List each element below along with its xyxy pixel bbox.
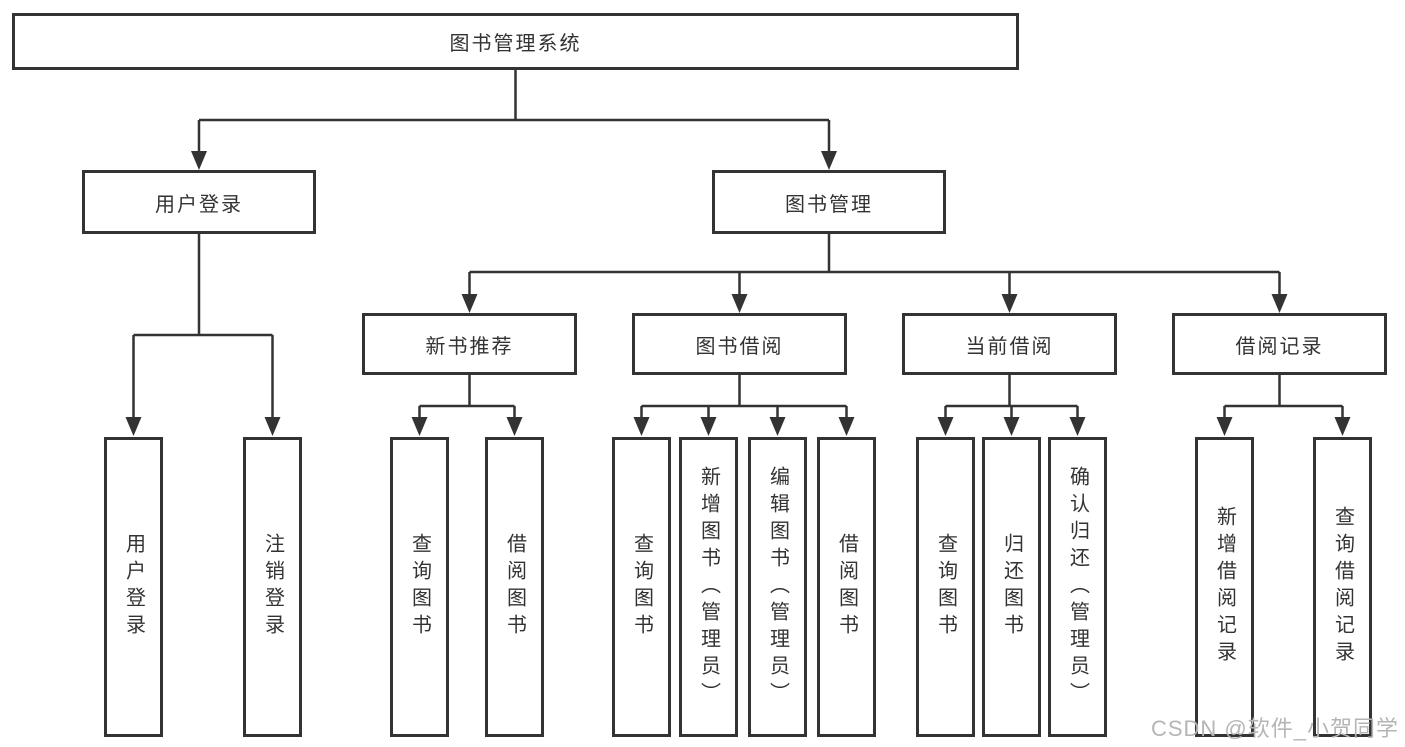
node-book-management: 图书管理 (712, 170, 946, 234)
node-label: 借阅图书 (835, 533, 858, 641)
leaf-add-borrow-record: 新增借阅记录 (1195, 437, 1254, 737)
leaf-borrow-books-recommend: 借阅图书 (485, 437, 544, 737)
leaf-query-books-recommend: 查询图书 (390, 437, 449, 737)
node-label: 用户登录 (122, 533, 145, 641)
node-label: 注销登录 (261, 533, 284, 641)
leaf-add-books-admin: 新增图书（管理员） (679, 437, 738, 737)
node-label: 当前借阅 (965, 335, 1054, 358)
node-new-book-recommend: 新书推荐 (362, 313, 577, 375)
leaf-borrow-books: 借阅图书 (817, 437, 876, 737)
leaf-user-login: 用户登录 (104, 437, 163, 737)
node-label: 借阅图书 (503, 533, 526, 641)
node-label: 归还图书 (1000, 533, 1023, 641)
leaf-query-borrow-record: 查询借阅记录 (1313, 437, 1372, 737)
node-label: 查询图书 (934, 533, 957, 641)
leaf-query-books-borrow: 查询图书 (612, 437, 671, 737)
node-label: 编辑图书（管理员） (766, 465, 789, 709)
node-borrow-record: 借阅记录 (1172, 313, 1387, 375)
node-label: 查询借阅记录 (1331, 506, 1354, 668)
watermark-text: CSDN @软件_小贺同学 (1150, 716, 1399, 741)
leaf-query-books-current: 查询图书 (916, 437, 975, 737)
node-book-borrow: 图书借阅 (632, 313, 847, 375)
node-label: 新增借阅记录 (1213, 506, 1236, 668)
node-library-management-system: 图书管理系统 (12, 13, 1019, 70)
node-label: 新书推荐 (425, 335, 514, 358)
node-label: 新增图书（管理员） (697, 465, 720, 709)
node-label: 查询图书 (630, 533, 653, 641)
node-label: 查询图书 (408, 533, 431, 641)
node-label: 图书借阅 (695, 335, 784, 358)
leaf-logout: 注销登录 (243, 437, 302, 737)
node-current-borrow: 当前借阅 (902, 313, 1117, 375)
leaf-edit-books-admin: 编辑图书（管理员） (748, 437, 807, 737)
node-label: 用户登录 (155, 193, 243, 216)
arrowhead-icons (125, 151, 1351, 436)
leaf-confirm-return-admin: 确认归还（管理员） (1048, 437, 1107, 737)
node-label: 借阅记录 (1235, 335, 1324, 358)
node-label: 图书管理 (785, 193, 873, 216)
node-label: 图书管理系统 (449, 33, 582, 55)
node-user-login: 用户登录 (82, 170, 316, 234)
node-label: 确认归还（管理员） (1066, 465, 1089, 709)
leaf-return-books: 归还图书 (982, 437, 1041, 737)
